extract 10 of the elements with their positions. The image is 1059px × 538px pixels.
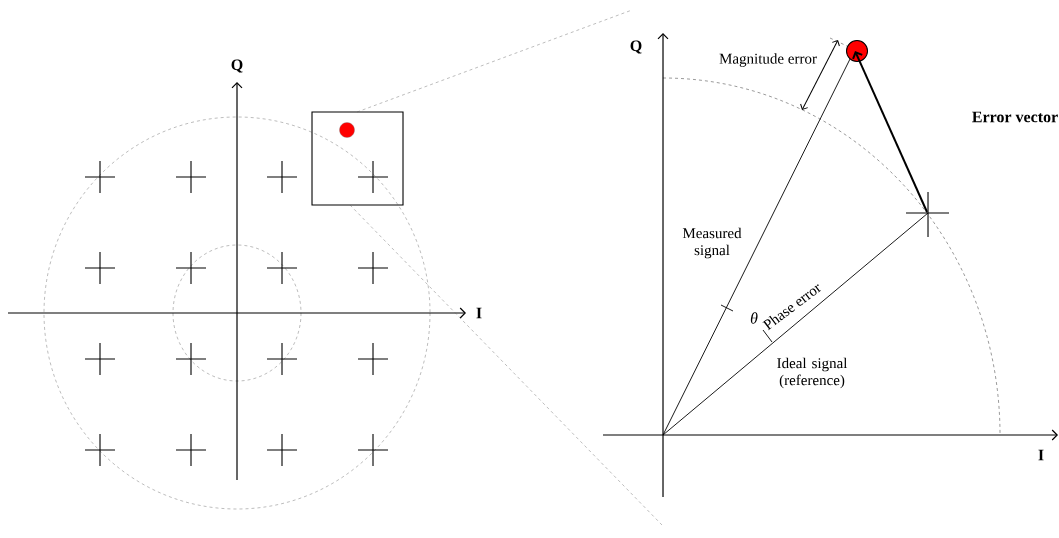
text-label: I (476, 307, 482, 319)
text-label: Ideal signal (reference) (777, 357, 848, 389)
text-label: Phase error (762, 284, 822, 331)
text-label: Error vector (972, 111, 1058, 123)
text-label: Magnitude error (719, 53, 817, 67)
text-label: Measured signal (682, 227, 742, 259)
text-label: I (1038, 449, 1044, 461)
text-label: θ (750, 312, 758, 324)
text-label: Q (630, 40, 642, 54)
text-label: Q (231, 59, 243, 73)
